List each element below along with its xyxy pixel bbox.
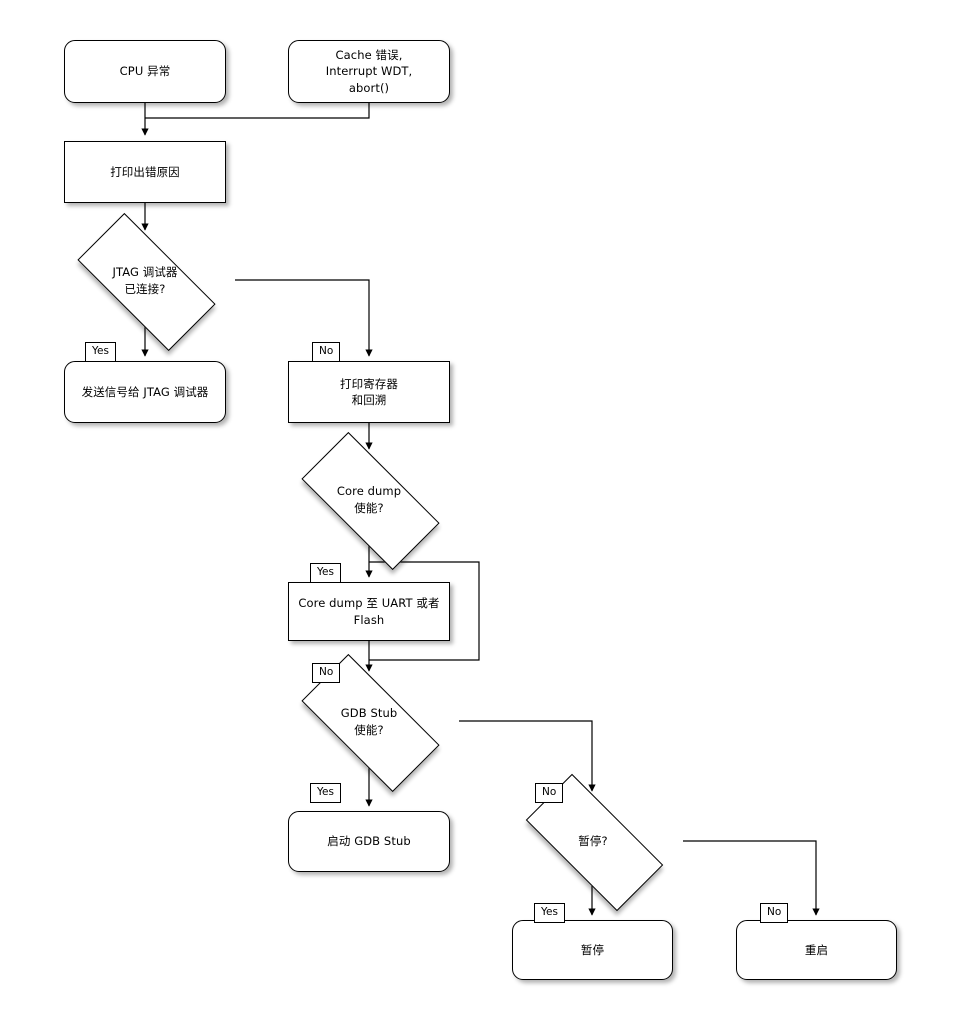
node-label: 打印出错原因 — [110, 164, 180, 179]
node-start-gdbstub[interactable]: 启动 GDB Stub — [288, 811, 450, 872]
node-label: 发送信号给 JTAG 调试器 — [81, 384, 209, 399]
node-coredump-enabled[interactable]: Core dump 使能? — [279, 431, 459, 570]
node-label: Cache 错误, Interrupt WDT, abort() — [325, 48, 413, 95]
node-label: CPU 异常 — [119, 64, 171, 79]
edge-label-gdbstub-no: No — [535, 783, 564, 803]
node-reboot[interactable]: 重启 — [736, 920, 897, 980]
edge-label-reboot-no: No — [760, 903, 789, 923]
node-cache-error[interactable]: Cache 错误, Interrupt WDT, abort() — [288, 40, 450, 103]
edge-label-coredump-yes: Yes — [310, 563, 341, 583]
node-halt-question[interactable]: 暂停? — [503, 773, 683, 911]
node-label: GDB Stub 使能? — [340, 706, 398, 737]
edge-cache-to-print — [145, 103, 370, 119]
node-label: Core dump 使能? — [336, 484, 402, 515]
node-signal-jtag[interactable]: 发送信号给 JTAG 调试器 — [64, 361, 226, 423]
edge-label-jtag-no: No — [312, 342, 341, 362]
node-gdbstub-enabled[interactable]: GDB Stub 使能? — [279, 653, 459, 792]
node-jtag-connected[interactable]: JTAG 调试器 已连接? — [55, 212, 235, 351]
node-label: 打印寄存器 和回溯 — [340, 376, 398, 407]
node-label: 暂停? — [578, 833, 608, 848]
node-label: 重启 — [804, 942, 829, 957]
edge-label-jtag-yes: Yes — [85, 342, 116, 362]
edge-label-gdbstub-yes: Yes — [310, 783, 341, 803]
edge-label-coredump-no: No — [312, 663, 341, 683]
node-label: Core dump 至 UART 或者 Flash — [298, 596, 440, 627]
node-halt[interactable]: 暂停 — [512, 920, 673, 980]
node-cpu-exception[interactable]: CPU 异常 — [64, 40, 226, 103]
node-print-registers[interactable]: 打印寄存器 和回溯 — [288, 361, 450, 423]
node-coredump-to-uart-flash[interactable]: Core dump 至 UART 或者 Flash — [288, 582, 450, 641]
node-print-error-reason[interactable]: 打印出错原因 — [64, 141, 226, 203]
edge-halt-no — [683, 840, 820, 916]
edge-label-halt-yes: Yes — [534, 903, 565, 923]
node-label: 启动 GDB Stub — [327, 834, 411, 849]
node-label: JTAG 调试器 已连接? — [112, 265, 178, 296]
node-label: 暂停 — [580, 942, 605, 957]
edge-jtag-no — [235, 279, 373, 357]
